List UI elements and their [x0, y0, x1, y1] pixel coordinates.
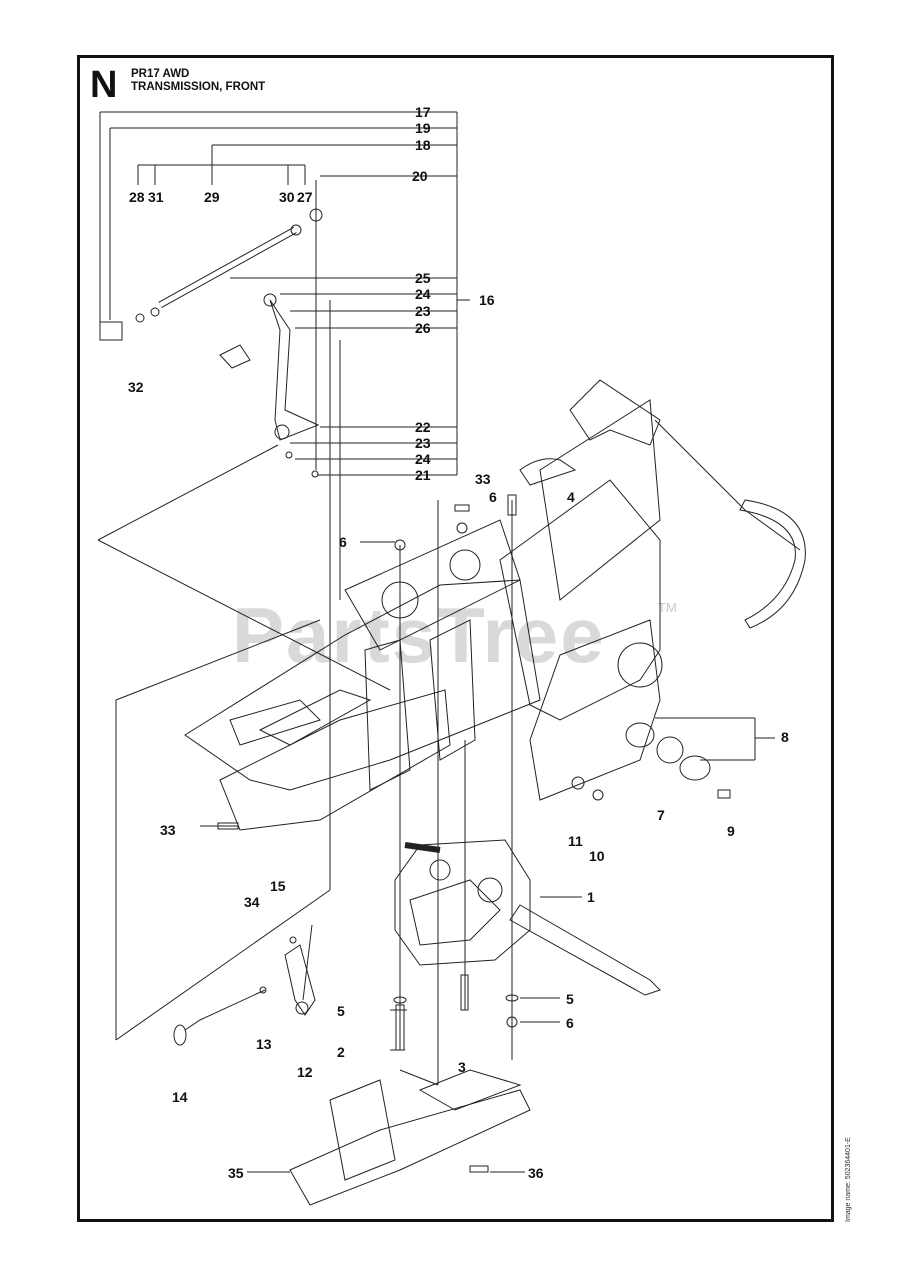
callout-3: 3 — [458, 1059, 466, 1075]
bearing-flange-8a — [625, 722, 655, 748]
callout-5b: 5 — [566, 991, 574, 1007]
frame-top-plate — [344, 519, 521, 651]
bolt-3 — [460, 974, 469, 1011]
skid-plate — [289, 1089, 531, 1206]
spring-15 — [302, 924, 313, 1001]
callout-22: 22 — [415, 419, 431, 435]
callout-16: 16 — [479, 292, 495, 308]
callout-5a: 5 — [337, 1003, 345, 1019]
callout-1: 1 — [587, 889, 595, 905]
nut-34 — [289, 936, 297, 944]
callout-33b: 33 — [160, 822, 176, 838]
callout-13: 13 — [256, 1036, 272, 1052]
callout-6c: 6 — [566, 1015, 574, 1031]
frame-hole-right — [449, 549, 481, 581]
callout-30: 30 — [279, 189, 295, 205]
axle-support — [617, 642, 663, 688]
callout-14: 14 — [172, 1089, 188, 1105]
rear-bracket — [569, 379, 661, 446]
callout-15: 15 — [270, 878, 286, 894]
callout-18: 18 — [415, 137, 431, 153]
image-name-label: Image name: 502364401-E — [845, 1137, 852, 1222]
nut-11 — [571, 776, 585, 790]
rod-bracket — [99, 321, 123, 341]
callout-20: 20 — [412, 168, 428, 184]
callout-6b: 6 — [489, 489, 497, 505]
callout-6a: 6 — [339, 534, 347, 550]
clip-13 — [259, 986, 267, 994]
rear-side-plate — [529, 619, 661, 801]
callout-36: 36 — [528, 1165, 544, 1181]
callout-27: 27 — [297, 189, 313, 205]
frame-side-plate — [364, 639, 411, 791]
section-letter: N — [90, 64, 118, 106]
callout-4: 4 — [567, 489, 575, 505]
callout-29: 29 — [204, 189, 220, 205]
callout-32: 32 — [128, 379, 144, 395]
washer-5b — [505, 994, 519, 1002]
nut-6b — [456, 522, 468, 534]
callout-23b: 23 — [415, 435, 431, 451]
shift-lever-arm — [269, 299, 320, 441]
callout-19: 19 — [415, 120, 431, 136]
bolt-9 — [717, 789, 731, 799]
bolt-36 — [469, 1165, 489, 1173]
diagram-subtitle: TRANSMISSION, FRONT — [131, 81, 266, 93]
bearing-flange-8b — [679, 755, 711, 781]
callout-10: 10 — [589, 848, 605, 864]
front-frame-plate — [184, 579, 541, 791]
trademark-symbol: TM — [658, 600, 677, 615]
lower-frame-rail — [219, 689, 451, 831]
lever-12 — [284, 944, 316, 1016]
callout-9: 9 — [727, 823, 735, 839]
nut-6c — [506, 1016, 518, 1028]
bearing-7 — [656, 736, 684, 764]
diagram-title: PR17 AWD TRANSMISSION, FRONT — [131, 68, 265, 94]
callout-23: 23 — [415, 303, 431, 319]
rear-handle — [739, 499, 806, 629]
callout-24b: 24 — [415, 451, 431, 467]
transmission-axle — [509, 904, 661, 996]
callout-31: 31 — [148, 189, 164, 205]
callout-35: 35 — [228, 1165, 244, 1181]
callout-28: 28 — [129, 189, 145, 205]
washer-10 — [592, 789, 604, 801]
callout-17: 17 — [415, 104, 431, 120]
nut-6a — [394, 539, 406, 551]
watermark: PartsTree — [232, 591, 606, 679]
callout-21: 21 — [415, 467, 431, 483]
callout-34: 34 — [244, 894, 260, 910]
callout-12: 12 — [297, 1064, 313, 1080]
diagram-frame — [77, 55, 834, 1222]
rear-frame-rail — [499, 479, 661, 721]
callout-2: 2 — [337, 1044, 345, 1060]
transmission-housing — [394, 839, 531, 966]
model-name: PR17 AWD — [131, 68, 190, 80]
washer-5a — [393, 996, 407, 1004]
bolt-4 — [507, 494, 517, 516]
bolt-33a — [454, 504, 470, 512]
callout-24: 24 — [415, 286, 431, 302]
callout-33a: 33 — [475, 471, 491, 487]
callout-8: 8 — [781, 729, 789, 745]
rod-14 — [184, 989, 266, 1031]
callout-26: 26 — [415, 320, 431, 336]
callout-11: 11 — [568, 833, 583, 849]
callout-25: 25 — [415, 270, 431, 286]
callout-7: 7 — [657, 807, 665, 823]
